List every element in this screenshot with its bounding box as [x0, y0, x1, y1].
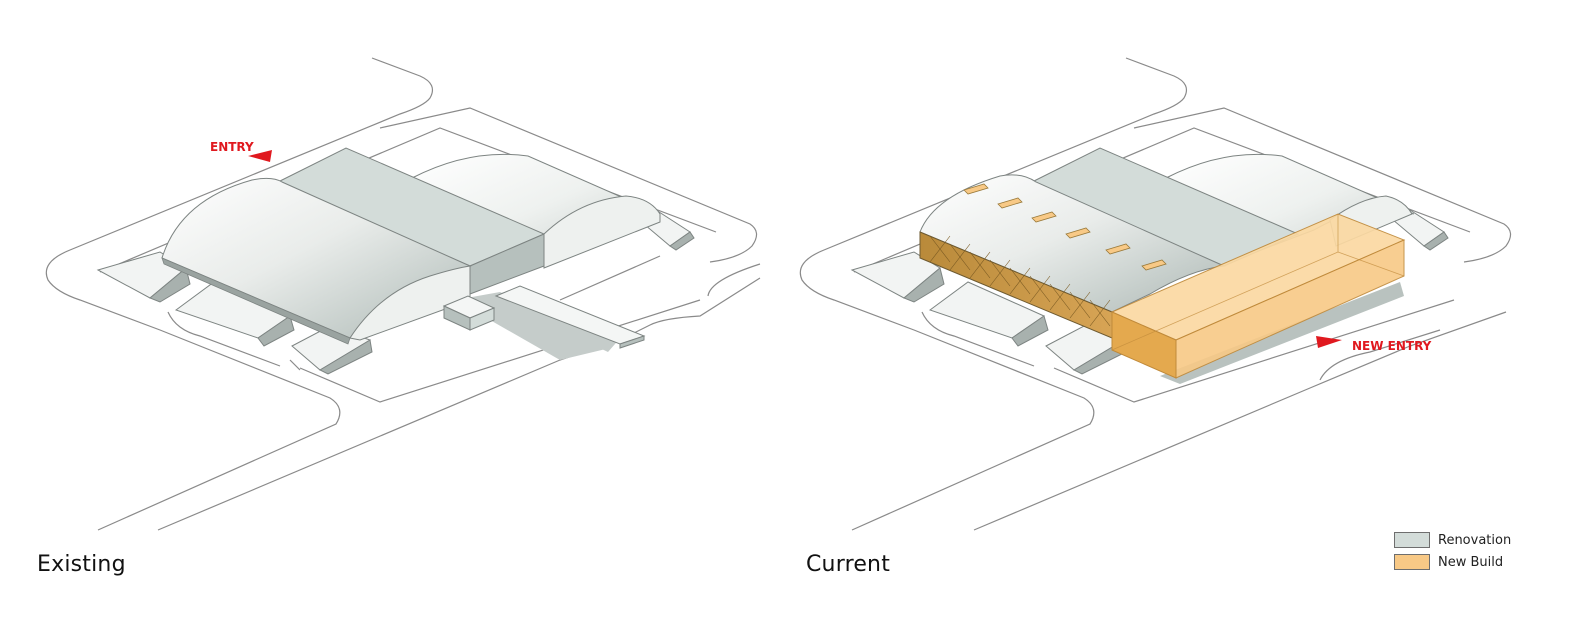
- skylights: [963, 183, 1167, 271]
- new-build-block: [1110, 213, 1406, 379]
- legend-swatch-new-build: [1394, 554, 1430, 570]
- legend-item-renovation: Renovation: [1394, 530, 1511, 550]
- new-entry-arrow: [1316, 336, 1342, 348]
- new-build-shadow: [1160, 282, 1404, 384]
- current-ramps: [850, 209, 1449, 375]
- entry-arrow: [248, 150, 272, 162]
- front-vault-end: [349, 265, 471, 341]
- rear-vault-end: [543, 195, 661, 269]
- site-roads: [799, 57, 1512, 531]
- wall-bracing: [929, 235, 1111, 327]
- legend-item-new-build: New Build: [1394, 552, 1511, 572]
- existing-panel: ENTRY: [45, 57, 761, 531]
- legend-label-renovation: Renovation: [1438, 532, 1512, 548]
- new-entry-label: NEW ENTRY: [1352, 339, 1432, 353]
- current-caption: Current: [806, 552, 891, 577]
- existing-ramps: [96, 209, 695, 375]
- legend-swatch-renovation: [1394, 532, 1430, 548]
- entry-label: ENTRY: [210, 140, 254, 154]
- existing-caption: Existing: [37, 552, 126, 577]
- current-panel: NEW ENTRY: [799, 57, 1512, 531]
- legend-label-new-build: New Build: [1438, 554, 1504, 570]
- front-vault: [919, 174, 1226, 313]
- legend: Renovation New Build: [1394, 530, 1511, 574]
